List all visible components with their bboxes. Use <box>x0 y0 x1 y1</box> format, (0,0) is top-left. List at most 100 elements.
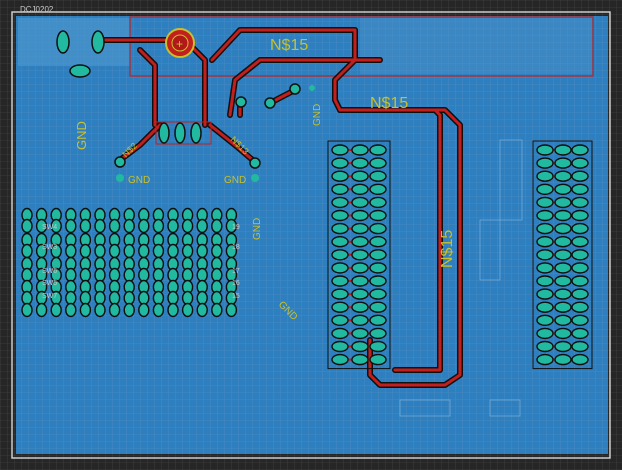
switch-pad[interactable] <box>65 290 77 306</box>
header-pad[interactable] <box>351 209 369 222</box>
header-pad[interactable] <box>554 183 572 196</box>
switch-pad[interactable] <box>65 243 77 259</box>
header-pad[interactable] <box>571 327 589 340</box>
switch-pad[interactable] <box>65 218 77 234</box>
switch-pad[interactable] <box>123 218 135 234</box>
switch-pad[interactable] <box>138 302 150 318</box>
switch-pad[interactable] <box>79 243 92 259</box>
header-pad[interactable] <box>369 170 387 182</box>
header-pad[interactable] <box>351 170 369 182</box>
switch-pad[interactable] <box>21 290 33 306</box>
switch-pad[interactable] <box>196 302 208 318</box>
switch-pad[interactable] <box>167 290 179 306</box>
gnd-pad-right[interactable] <box>249 157 261 169</box>
switch-pad[interactable] <box>152 243 165 259</box>
via[interactable] <box>264 97 276 109</box>
header-pad[interactable] <box>554 144 572 156</box>
header-pad[interactable] <box>369 183 387 196</box>
header-pad[interactable] <box>554 327 572 340</box>
switch-pad[interactable] <box>181 290 194 306</box>
header-pad[interactable] <box>536 340 554 353</box>
header-pad[interactable] <box>331 327 349 340</box>
header-pad[interactable] <box>369 275 387 287</box>
header-pad[interactable] <box>331 262 349 274</box>
switch-pad[interactable] <box>35 218 48 234</box>
header-pad[interactable] <box>571 288 589 300</box>
switch-pad[interactable] <box>108 290 121 306</box>
header-pad[interactable] <box>331 183 349 196</box>
header-pad[interactable] <box>536 288 554 300</box>
gnd-pad-left[interactable] <box>114 156 126 168</box>
switch-pad[interactable] <box>123 302 135 318</box>
switch-pad[interactable] <box>79 218 92 234</box>
switch-pad[interactable] <box>108 302 121 318</box>
switch-pad[interactable] <box>94 290 106 306</box>
header-pad[interactable] <box>351 314 369 326</box>
header-pad[interactable] <box>571 275 589 287</box>
header-pad[interactable] <box>369 157 387 169</box>
header-pad[interactable] <box>536 249 554 261</box>
header-pad[interactable] <box>554 209 572 222</box>
header-pad[interactable] <box>331 249 349 261</box>
switch-pad[interactable] <box>123 290 135 306</box>
switch-pad[interactable] <box>123 243 135 259</box>
header-pad[interactable] <box>351 275 369 287</box>
header-pad[interactable] <box>369 235 387 248</box>
switch-pad[interactable] <box>138 290 150 306</box>
header-pad[interactable] <box>554 340 572 353</box>
header-pad[interactable] <box>554 301 572 313</box>
header-pad[interactable] <box>571 353 589 366</box>
via[interactable] <box>289 83 301 95</box>
switch-pad[interactable] <box>181 302 194 318</box>
via-small[interactable] <box>309 85 315 91</box>
header-pad[interactable] <box>536 157 554 169</box>
switch-pad[interactable] <box>211 243 223 259</box>
ic-header-left[interactable] <box>327 140 391 370</box>
header-pad[interactable] <box>331 288 349 300</box>
switch-pad[interactable] <box>196 267 208 283</box>
header-pad[interactable] <box>369 262 387 274</box>
header-pad[interactable] <box>554 353 572 366</box>
header-pad[interactable] <box>331 222 349 235</box>
switch-pad[interactable] <box>211 267 223 283</box>
header-pad[interactable] <box>331 340 349 353</box>
switch-pad[interactable] <box>152 302 165 318</box>
header-pad[interactable] <box>536 196 554 209</box>
switch-pad[interactable] <box>94 243 106 259</box>
header-pad[interactable] <box>571 301 589 313</box>
header-pad[interactable] <box>571 144 589 156</box>
header-pad[interactable] <box>369 222 387 235</box>
switch-pad[interactable] <box>65 267 77 283</box>
header-pad[interactable] <box>571 222 589 235</box>
switch-pad[interactable] <box>167 243 179 259</box>
power-jack-pad-2[interactable] <box>91 30 105 54</box>
header-pad[interactable] <box>369 209 387 222</box>
header-pad[interactable] <box>331 301 349 313</box>
header-pad[interactable] <box>331 235 349 248</box>
switch-pad[interactable] <box>123 267 135 283</box>
header-pad[interactable] <box>554 249 572 261</box>
header-pad[interactable] <box>331 144 349 156</box>
header-pad[interactable] <box>351 222 369 235</box>
header-pad[interactable] <box>571 235 589 248</box>
header-pad[interactable] <box>351 301 369 313</box>
header-pad[interactable] <box>571 314 589 326</box>
header-pad[interactable] <box>571 262 589 274</box>
header-pad[interactable] <box>331 353 349 366</box>
switch-pad[interactable] <box>211 302 223 318</box>
header-pad[interactable] <box>351 235 369 248</box>
switch-pad[interactable] <box>138 218 150 234</box>
switch-pad[interactable] <box>211 218 223 234</box>
header-pad[interactable] <box>536 262 554 274</box>
header-pad[interactable] <box>369 249 387 261</box>
switch-pad[interactable] <box>152 290 165 306</box>
header-pad[interactable] <box>536 353 554 366</box>
header-pad[interactable] <box>369 288 387 300</box>
header-pad[interactable] <box>536 170 554 182</box>
header-pad[interactable] <box>554 235 572 248</box>
header-pad[interactable] <box>554 275 572 287</box>
header-pad[interactable] <box>351 144 369 156</box>
switch-pad[interactable] <box>35 302 48 318</box>
header-pad[interactable] <box>536 222 554 235</box>
